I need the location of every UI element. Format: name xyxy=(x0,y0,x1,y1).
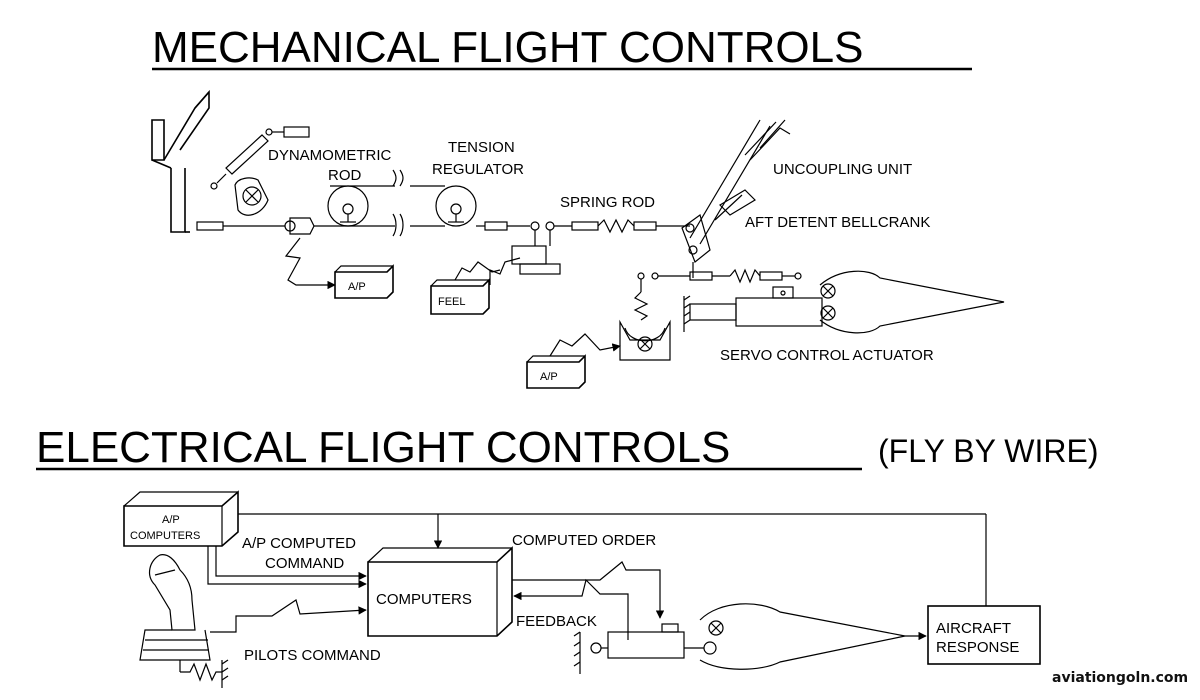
feedback-arrow xyxy=(513,578,629,640)
aircraft-response-label-2: RESPONSE xyxy=(936,639,1019,656)
mechanical-title: MECHANICAL FLIGHT CONTROLS xyxy=(152,23,863,72)
uncoupling-unit-icon xyxy=(689,119,791,245)
aircraft-response-label-1: AIRCRAFT xyxy=(936,620,1011,637)
electrical-subtitle: (FLY BY WIRE) xyxy=(878,433,1098,469)
computers-label: COMPUTERS xyxy=(376,591,472,608)
dynamometric-rod-linkage xyxy=(196,126,445,237)
label-ap-computed-command-1: A/P COMPUTED xyxy=(242,535,356,552)
label-feedback: FEEDBACK xyxy=(516,613,597,630)
spring-rod-icon xyxy=(554,218,680,234)
electrical-servo-actuator-icon xyxy=(573,603,927,674)
label-tension: TENSION xyxy=(448,139,515,156)
computers-box: COMPUTERS xyxy=(367,546,513,637)
label-rod: ROD xyxy=(328,167,362,184)
label-pilots-command: PILOTS COMMAND xyxy=(244,647,381,664)
computed-order-arrow xyxy=(512,561,665,619)
control-stick-icon xyxy=(151,89,210,233)
label-ap-computed-command-2: COMMAND xyxy=(265,555,344,572)
side-stick-icon xyxy=(139,554,211,661)
feel-unit-icon xyxy=(489,230,561,285)
aircraft-feedback-loop xyxy=(238,513,987,606)
feel-box-label: FEEL xyxy=(438,296,466,308)
electrical-title: ELECTRICAL FLIGHT CONTROLS xyxy=(36,423,730,472)
ap-box-top-label: A/P xyxy=(348,281,366,293)
ap-command-arrows xyxy=(207,546,367,589)
servo-linkage xyxy=(633,268,802,321)
ap-computers-label-2: COMPUTERS xyxy=(130,530,200,542)
watermark: aviationgoln.com xyxy=(1052,670,1188,686)
aft-detent-bellcrank-icon xyxy=(680,214,711,278)
tension-regulator-pulley-icon xyxy=(435,185,555,231)
ap-box-bottom: A/P xyxy=(526,333,621,389)
label-regulator: REGULATOR xyxy=(432,161,524,178)
label-computed-order: COMPUTED ORDER xyxy=(512,532,656,549)
pilots-command-arrow xyxy=(210,599,367,633)
trim-unit-icon xyxy=(619,319,671,361)
label-spring-rod: SPRING ROD xyxy=(560,194,655,211)
feel-box: FEEL xyxy=(430,261,501,315)
label-dynamometric: DYNAMOMETRIC xyxy=(268,147,392,164)
label-aft-detent-bellcrank: AFT DETENT BELLCRANK xyxy=(745,214,930,231)
servo-control-actuator-icon xyxy=(683,270,1005,334)
label-servo-control-actuator: SERVO CONTROL ACTUATOR xyxy=(720,347,934,364)
ap-computers-label-1: A/P xyxy=(162,514,180,526)
ap-box-top: A/P xyxy=(284,237,394,299)
stick-spring-icon xyxy=(179,659,229,688)
ap-box-bottom-label: A/P xyxy=(540,371,558,383)
aircraft-response-box: AIRCRAFT RESPONSE xyxy=(927,605,1041,665)
ap-computers-box: A/P COMPUTERS xyxy=(123,490,239,547)
dynamometric-rod-pulley-icon xyxy=(327,185,369,227)
label-uncoupling-unit: UNCOUPLING UNIT xyxy=(773,161,912,178)
